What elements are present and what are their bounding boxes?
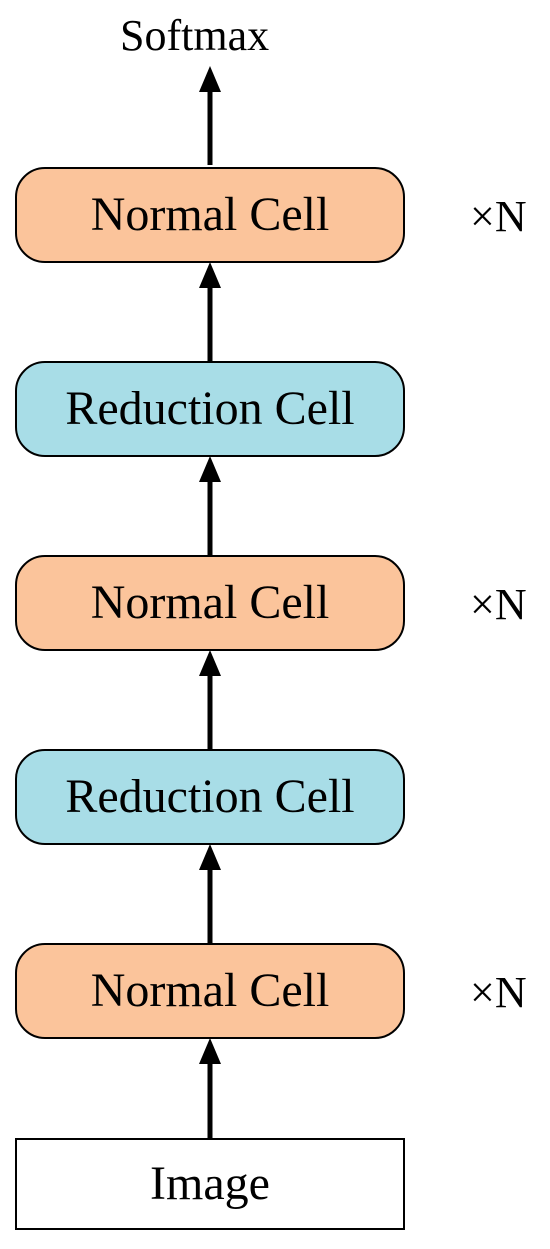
arrow-normal2-to-reduction1 [199, 456, 221, 555]
multiplier-top: ×N [470, 192, 527, 241]
normal-cell-middle: Normal Cell [15, 555, 405, 651]
arrow-reduction1-to-normal1 [199, 262, 221, 361]
reduction-cell-lower: Reduction Cell [15, 749, 405, 845]
image-input-box: Image [15, 1138, 405, 1230]
normal-cell-top-label: Normal Cell [90, 188, 330, 241]
normal-cell-middle-label: Normal Cell [90, 576, 330, 629]
multiplier-middle: ×N [470, 580, 527, 629]
reduction-cell-upper: Reduction Cell [15, 361, 405, 457]
reduction-cell-upper-label: Reduction Cell [65, 382, 355, 435]
reduction-cell-lower-label: Reduction Cell [65, 770, 355, 823]
arrow-image-to-normal3 [199, 1038, 221, 1138]
arrow-reduction2-to-normal2 [199, 650, 221, 749]
softmax-label: Softmax [120, 11, 270, 60]
normal-cell-bottom: Normal Cell [15, 943, 405, 1039]
image-input-label: Image [150, 1157, 270, 1210]
normal-cell-top: Normal Cell [15, 167, 405, 263]
arrow-to-softmax [199, 66, 221, 165]
multiplier-bottom: ×N [470, 968, 527, 1017]
arrow-normal3-to-reduction2 [199, 844, 221, 943]
normal-cell-bottom-label: Normal Cell [90, 964, 330, 1017]
